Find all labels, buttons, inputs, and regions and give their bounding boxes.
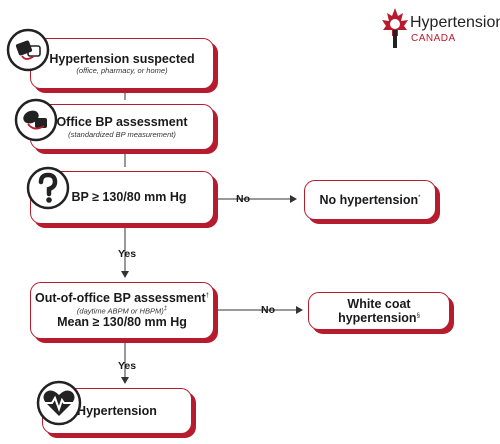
edge-label-no: No [236,193,250,205]
step-subtitle: (daytime ABPM or HBPM) [76,306,164,316]
outcome-title: No hypertension [319,192,419,207]
step-title: Hypertension suspected [49,51,195,66]
logo-text-hypertension: Hypertension [410,14,500,31]
step-title-2: Mean ≥ 130/80 mm Hg [57,315,187,330]
logo-text-canada: CANADA [411,33,456,44]
step-out-of-office-bp-assessment: Out-of-office BP assessment† (daytime AB… [30,282,214,339]
step-title: Out-of-office BP assessment [35,291,206,306]
footnote-mark: ‡ [163,305,168,312]
outcome-title: White coat hypertension [338,296,417,325]
step-subtitle: (standardized BP measurement) [68,129,176,139]
bp-monitor-icon [6,28,50,72]
outcome-no-hypertension: No hypertension* [304,180,436,220]
edge-label-yes: Yes [118,248,137,260]
step-title: Hypertension [77,403,157,418]
step-title: Office BP assessment [56,115,188,130]
edge-label-no: No [261,304,275,316]
maple-leaf-icon [382,8,408,48]
outcome-footnote-mark: § [416,312,420,319]
heart-pulse-icon [36,380,82,426]
bp-cuff-icon [14,98,58,142]
hypertension-canada-logo: Hypertension CANADA [380,6,500,52]
footnote-mark: † [205,293,209,300]
outcome-white-coat-hypertension: White coat hypertension§ [308,292,450,330]
edge-label-yes: Yes [118,360,137,372]
step-title: BP ≥ 130/80 mm Hg [71,190,187,205]
step-hypertension-suspected: Hypertension suspected (office, pharmacy… [30,38,214,89]
step-subtitle: (office, pharmacy, or home) [76,66,168,76]
outcome-footnote-mark: * [418,194,421,201]
question-mark-icon [26,166,70,210]
step-office-bp-assessment: Office BP assessment (standardized BP me… [30,104,214,150]
